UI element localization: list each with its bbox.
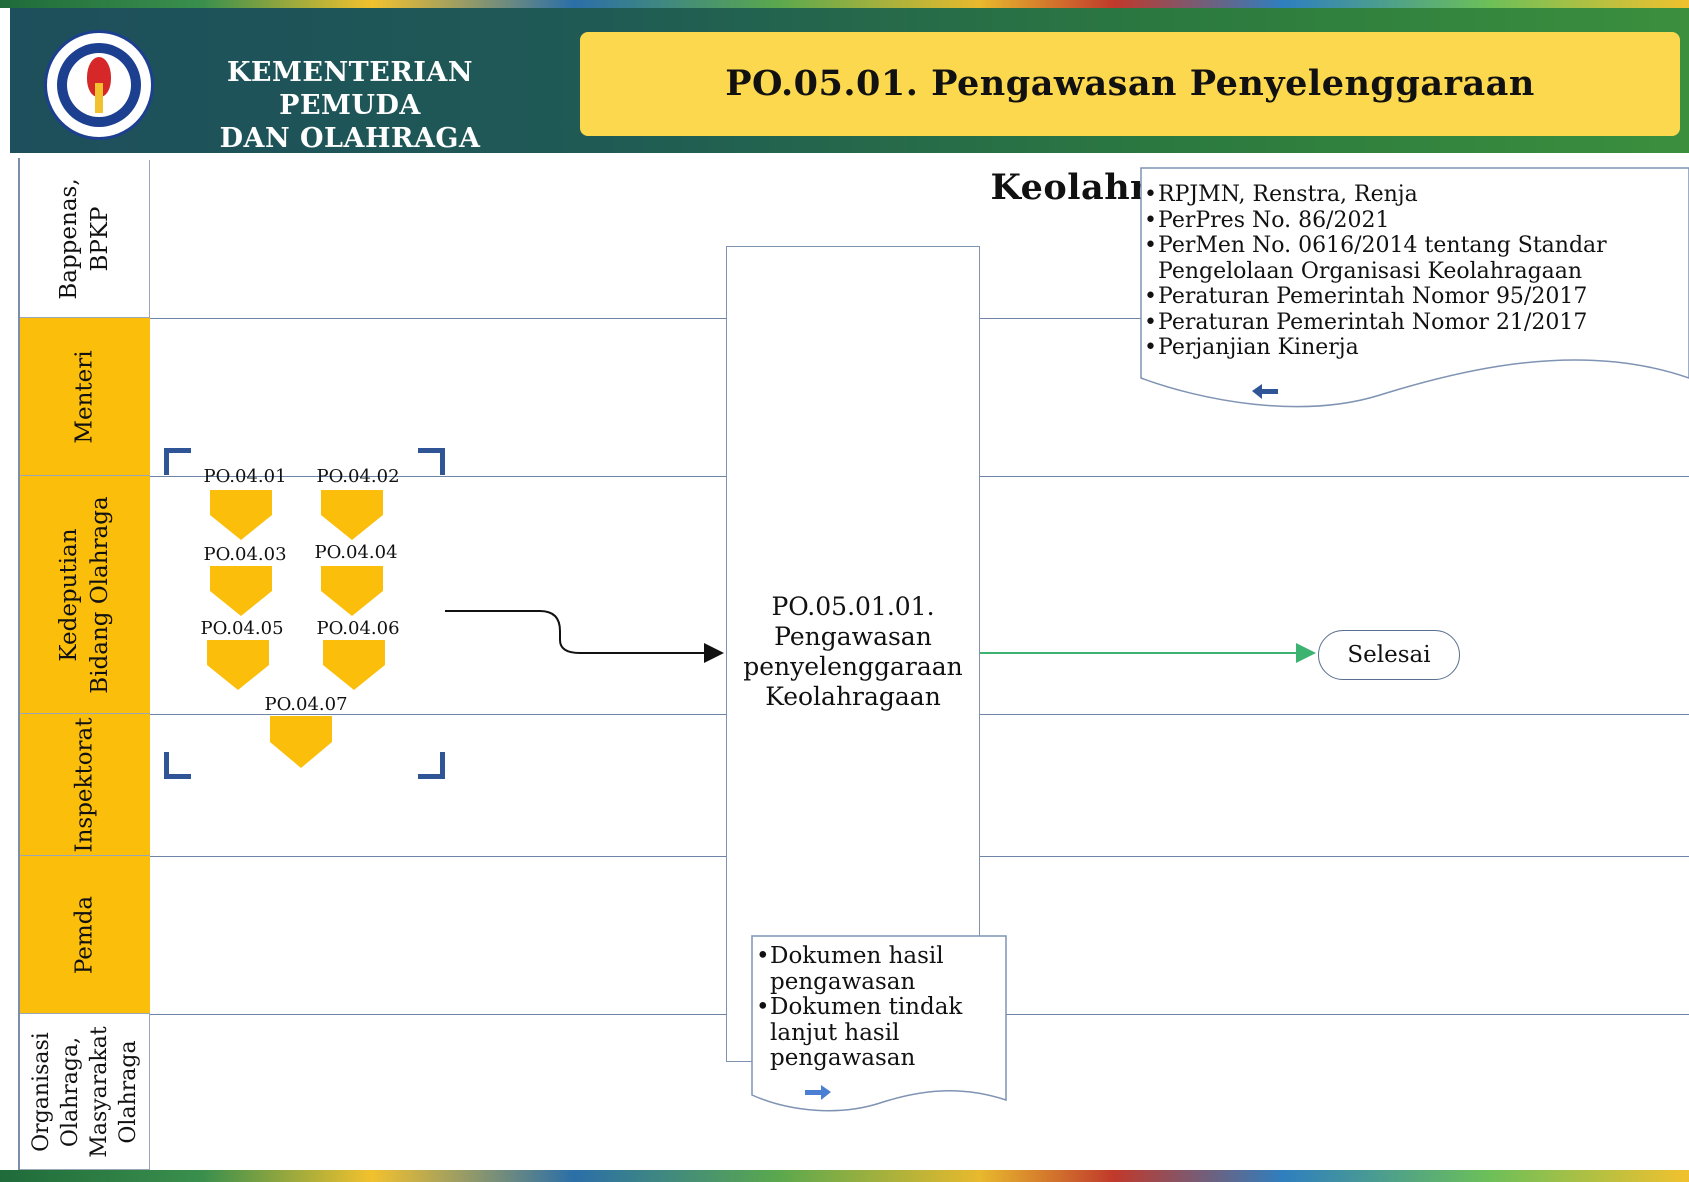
top-color-strip bbox=[0, 0, 1689, 8]
process-code: PO.05.01.01. bbox=[771, 592, 935, 621]
ministry-name-line2: DAN OLAHRAGA bbox=[219, 123, 481, 154]
end-terminator[interactable] bbox=[1318, 630, 1460, 680]
bracket-top-left bbox=[164, 448, 191, 475]
output-document-item: Dokumen tindak lanjut hasil pengawasan bbox=[756, 994, 996, 1072]
input-document-item: Peraturan Pemerintah Nomor 21/2017 bbox=[1144, 310, 1684, 336]
output-document-item: Dokumen hasil pengawasan bbox=[756, 943, 996, 995]
process-box[interactable] bbox=[726, 246, 980, 1062]
bracket-bottom-left bbox=[164, 752, 191, 779]
process-name-line3: penyelenggaraan bbox=[743, 652, 963, 681]
lane-kedeputian: Kedeputian Bidang Olahraga bbox=[20, 476, 150, 714]
ref-label-po-04-03: PO.04.03 bbox=[203, 544, 287, 565]
output-document-list: Dokumen hasil pengawasan Dokumen tindak … bbox=[756, 943, 996, 1072]
title-box bbox=[580, 32, 1680, 136]
output-document-arrow-icon bbox=[805, 1085, 831, 1100]
lane-organisasi: Organisasi Olahraga, Masyarakat Olahraga bbox=[20, 1014, 150, 1170]
input-document-item: Perjanjian Kinerja bbox=[1144, 335, 1684, 361]
ref-label-po-04-04: PO.04.04 bbox=[314, 542, 398, 563]
ref-label-po-04-01: PO.04.01 bbox=[203, 466, 287, 487]
connector-refs-to-process bbox=[445, 610, 724, 663]
ministry-name: KEMENTERIAN PEMUDA DAN OLAHRAGA bbox=[160, 56, 540, 155]
process-name-line4: Keolahragaan bbox=[765, 682, 941, 711]
ministry-name-line1: KEMENTERIAN PEMUDA bbox=[226, 57, 474, 121]
bottom-color-strip bbox=[0, 1170, 1689, 1182]
bracket-bottom-right bbox=[418, 752, 445, 779]
input-document-list: RPJMN, Renstra, Renja PerPres No. 86/202… bbox=[1144, 182, 1684, 361]
ref-label-po-04-07: PO.04.07 bbox=[264, 694, 348, 715]
ref-label-po-04-06: PO.04.06 bbox=[316, 618, 400, 639]
ref-label-po-04-05: PO.04.05 bbox=[200, 618, 284, 639]
lane-bappenas: Bappenas, BPKP bbox=[20, 160, 150, 318]
lane-inspektorat: Inspektorat bbox=[20, 714, 150, 856]
input-document-item: Peraturan Pemerintah Nomor 95/2017 bbox=[1144, 284, 1684, 310]
lane-menteri: Menteri bbox=[20, 318, 150, 476]
input-document-item: RPJMN, Renstra, Renja bbox=[1144, 182, 1684, 208]
swimlane-frame bbox=[18, 158, 1689, 1170]
input-document-arrow-icon bbox=[1252, 384, 1278, 399]
lane-pemda: Pemda bbox=[20, 856, 150, 1014]
input-document-item: PerPres No. 86/2021 bbox=[1144, 208, 1684, 234]
process-name-line2: Pengawasan bbox=[774, 622, 932, 651]
input-document-item: PerMen No. 0616/2014 tentang Standar Pen… bbox=[1144, 233, 1684, 284]
ministry-logo-icon bbox=[44, 30, 154, 140]
ref-label-po-04-02: PO.04.02 bbox=[316, 466, 400, 487]
bracket-top-right bbox=[418, 448, 445, 475]
end-terminator-label: Selesai bbox=[1347, 642, 1431, 668]
process-label: PO.05.01.01. Pengawasan penyelenggaraan … bbox=[730, 592, 976, 712]
